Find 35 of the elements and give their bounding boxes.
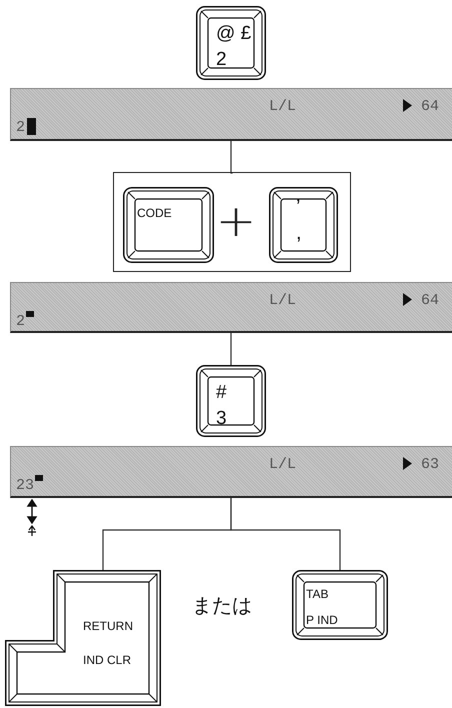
display-text: 2 xyxy=(16,314,26,329)
display-text: L/L xyxy=(269,293,296,308)
display-text: L/L xyxy=(269,99,296,114)
display-text: 64 xyxy=(421,293,440,308)
display-bar xyxy=(10,88,452,141)
display-text: 2 xyxy=(16,120,26,135)
key xyxy=(5,570,161,706)
key-label: 2 xyxy=(216,50,227,69)
display-text: 23 xyxy=(16,478,34,493)
key-label: @ £ xyxy=(216,24,252,43)
key-label: # xyxy=(216,383,227,402)
key xyxy=(269,187,338,263)
key xyxy=(292,570,388,640)
key xyxy=(123,187,214,263)
key-label: IND CLR xyxy=(83,654,132,666)
key-label: 3 xyxy=(216,409,227,428)
connector-line xyxy=(230,141,233,174)
frame-box xyxy=(113,172,351,272)
connector-line xyxy=(230,498,341,570)
connector-line xyxy=(230,333,232,365)
key-label: ’ xyxy=(296,197,300,217)
or-label: または xyxy=(192,595,252,615)
key xyxy=(196,365,266,437)
display-bar xyxy=(10,446,452,498)
key-label: , xyxy=(296,223,302,243)
plus-sign: + xyxy=(216,200,256,244)
display-text: L/L xyxy=(269,457,296,472)
key-label: RETURN xyxy=(83,620,133,632)
display-bar xyxy=(10,282,452,333)
display-text: 64 xyxy=(421,99,440,114)
key xyxy=(196,6,266,80)
key-label: P IND xyxy=(306,614,338,626)
display-text: 63 xyxy=(421,457,440,472)
key-label: CODE xyxy=(137,207,172,219)
key-label: TAB xyxy=(306,588,328,600)
